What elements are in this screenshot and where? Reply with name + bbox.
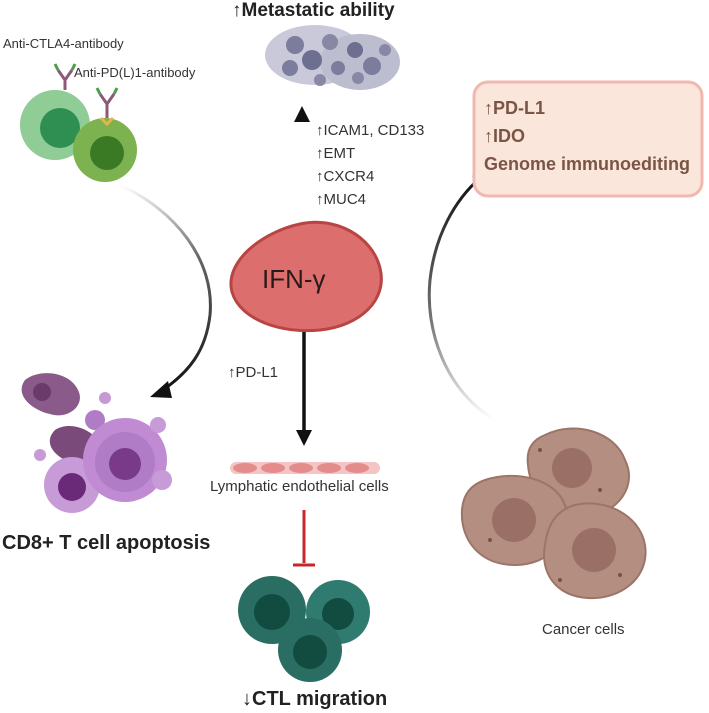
marker-icam1: ↑ICAM1, CD133 <box>316 122 425 139</box>
arrow-head-down <box>296 430 312 446</box>
box-ido: ↑IDO <box>484 126 526 146</box>
lymphatic-endothelial-cells-icon <box>230 462 380 474</box>
anti-pdl1-label: Anti-PD(L)1-antibody <box>74 65 196 80</box>
arrow-to-apoptosis <box>119 183 212 394</box>
anti-ctla4-label: Anti-CTLA4-antibody <box>3 36 124 51</box>
box-genome-immunoediting: Genome immunoediting <box>484 154 691 174</box>
ifn-gamma-shape <box>229 220 383 333</box>
ctl-migration-title: ↓CTL migration <box>242 688 388 710</box>
marker-muc4: ↑MUC4 <box>316 191 367 208</box>
marker-emt: ↑EMT <box>316 145 356 162</box>
cancer-cells-icon <box>460 427 647 600</box>
ctl-cells-icon <box>238 576 370 682</box>
immunoediting-box-text: ↑PD-L1 ↑IDO Genome immunoediting <box>484 94 690 178</box>
immunoediting-box <box>472 80 704 198</box>
pdl1-label-bottom: ↑PD-L1 <box>228 364 279 381</box>
tumor-cluster-icon <box>265 25 400 90</box>
ifn-gamma-label: IFN-γ <box>262 264 326 294</box>
endothelial-label: Lymphatic endothelial cells <box>210 478 389 495</box>
arrow-to-immunoediting <box>427 176 496 422</box>
arrow-head-up <box>294 106 310 122</box>
apoptotic-cells-icon <box>21 373 172 513</box>
cd8-apoptosis-title: CD8+ T cell apoptosis <box>2 532 211 554</box>
t-cells-with-antibodies-icon <box>20 63 137 182</box>
marker-cxcr4: ↑CXCR4 <box>316 168 375 185</box>
box-pdl1: ↑PD-L1 <box>484 98 546 118</box>
arrow-head-apoptosis <box>150 381 172 398</box>
metastatic-markers: ↑ICAM1, CD133 ↑EMT ↑CXCR4 ↑MUC4 <box>316 119 424 211</box>
cancer-cells-label: Cancer cells <box>542 621 625 638</box>
metastatic-ability-title: ↑Metastatic ability <box>232 0 395 21</box>
